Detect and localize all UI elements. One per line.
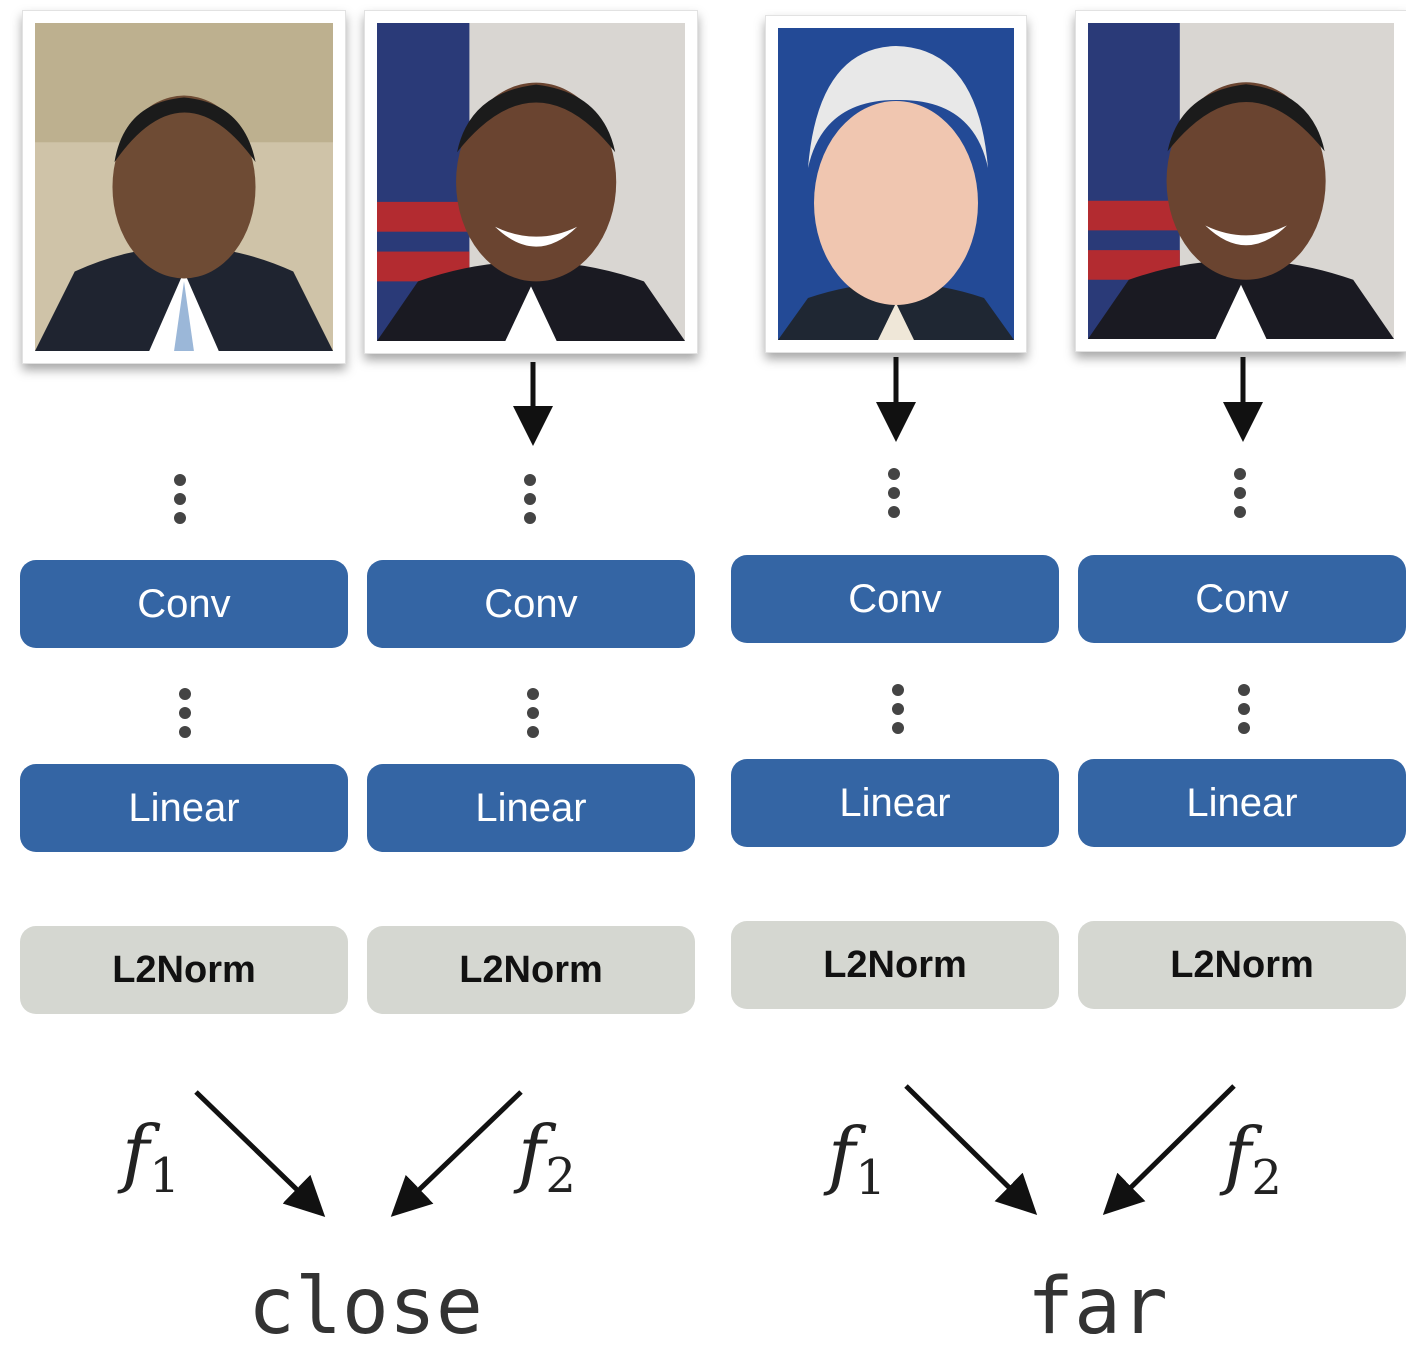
ellipsis-dots-2b [527, 688, 539, 745]
result-close: close [248, 1262, 483, 1352]
f2-arrow-left [390, 1090, 523, 1217]
f2-label-right: f2 [1224, 1112, 1282, 1206]
f1-label-left: f1 [122, 1110, 180, 1204]
conv-block-4: Conv [1078, 555, 1406, 643]
face-photo-3 [778, 28, 1014, 340]
linear-block-1: Linear [20, 764, 348, 852]
linear-block-3: Linear [731, 759, 1059, 847]
f1-label-right: f1 [828, 1112, 886, 1206]
ellipsis-dots-3a [888, 468, 900, 525]
f2-arrow-right [1102, 1084, 1236, 1216]
f1-arrow-left [194, 1090, 326, 1217]
conv-block-1: Conv [20, 560, 348, 648]
face-photo-4 [1088, 23, 1394, 339]
l2norm-block-2: L2Norm [367, 926, 695, 1014]
ellipsis-dots-1a [174, 474, 186, 531]
l2norm-block-4: L2Norm [1078, 921, 1406, 1009]
conv-block-2: Conv [367, 560, 695, 648]
ellipsis-dots-1b [179, 688, 191, 745]
photo-frame-4 [1075, 10, 1406, 352]
l2norm-block-3: L2Norm [731, 921, 1059, 1009]
ellipsis-dots-4a [1234, 468, 1246, 525]
conv-block-3: Conv [731, 555, 1059, 643]
result-far: far [1027, 1262, 1168, 1352]
face-photo-2 [377, 23, 685, 341]
f1-arrow-right [904, 1084, 1038, 1216]
photo-frame-1 [22, 10, 346, 364]
ellipsis-dots-3b [892, 684, 904, 741]
face-photo-1 [35, 23, 333, 351]
ellipsis-dots-2a [524, 474, 536, 531]
linear-block-4: Linear [1078, 759, 1406, 847]
f2-label-left: f2 [518, 1110, 576, 1204]
photo-frame-3 [765, 15, 1027, 353]
ellipsis-dots-4b [1238, 684, 1250, 741]
photo-frame-2 [364, 10, 698, 354]
l2norm-block-1: L2Norm [20, 926, 348, 1014]
linear-block-2: Linear [367, 764, 695, 852]
